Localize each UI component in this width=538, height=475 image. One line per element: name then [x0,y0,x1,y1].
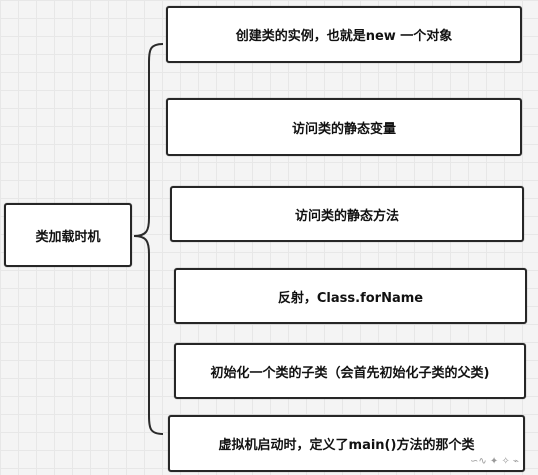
child-node-create-instance: 创建类的实例，也就是new 一个对象 [166,6,522,63]
child-node-label: 创建类的实例，也就是new 一个对象 [235,29,453,44]
child-node-label: 访问类的静态方法 [294,208,399,224]
child-node-init-subclass: 初始化一个类的子类（会首先初始化子类的父类) [174,343,526,399]
child-node-label: 虚拟机启动时，定义了main()方法的那个类 [218,438,475,453]
child-node-label: 访问类的静态变量 [291,121,396,137]
child-node-reflection: 反射，Class.forName [174,268,527,324]
child-node-static-variable: 访问类的静态变量 [166,98,522,156]
child-node-label: 反射，Class.forName [277,290,424,306]
child-node-label: 初始化一个类的子类（会首先初始化子类的父类) [210,365,490,381]
root-node-label: 类加载时机 [35,229,101,245]
root-node-class-loading-timing: 类加载时机 [4,203,132,267]
child-node-main-class: 虚拟机启动时，定义了main()方法的那个类 [168,415,525,472]
watermark: ∽∿ ✦ ✧ ⌁ [470,456,520,467]
child-node-static-method: 访问类的静态方法 [170,186,524,242]
